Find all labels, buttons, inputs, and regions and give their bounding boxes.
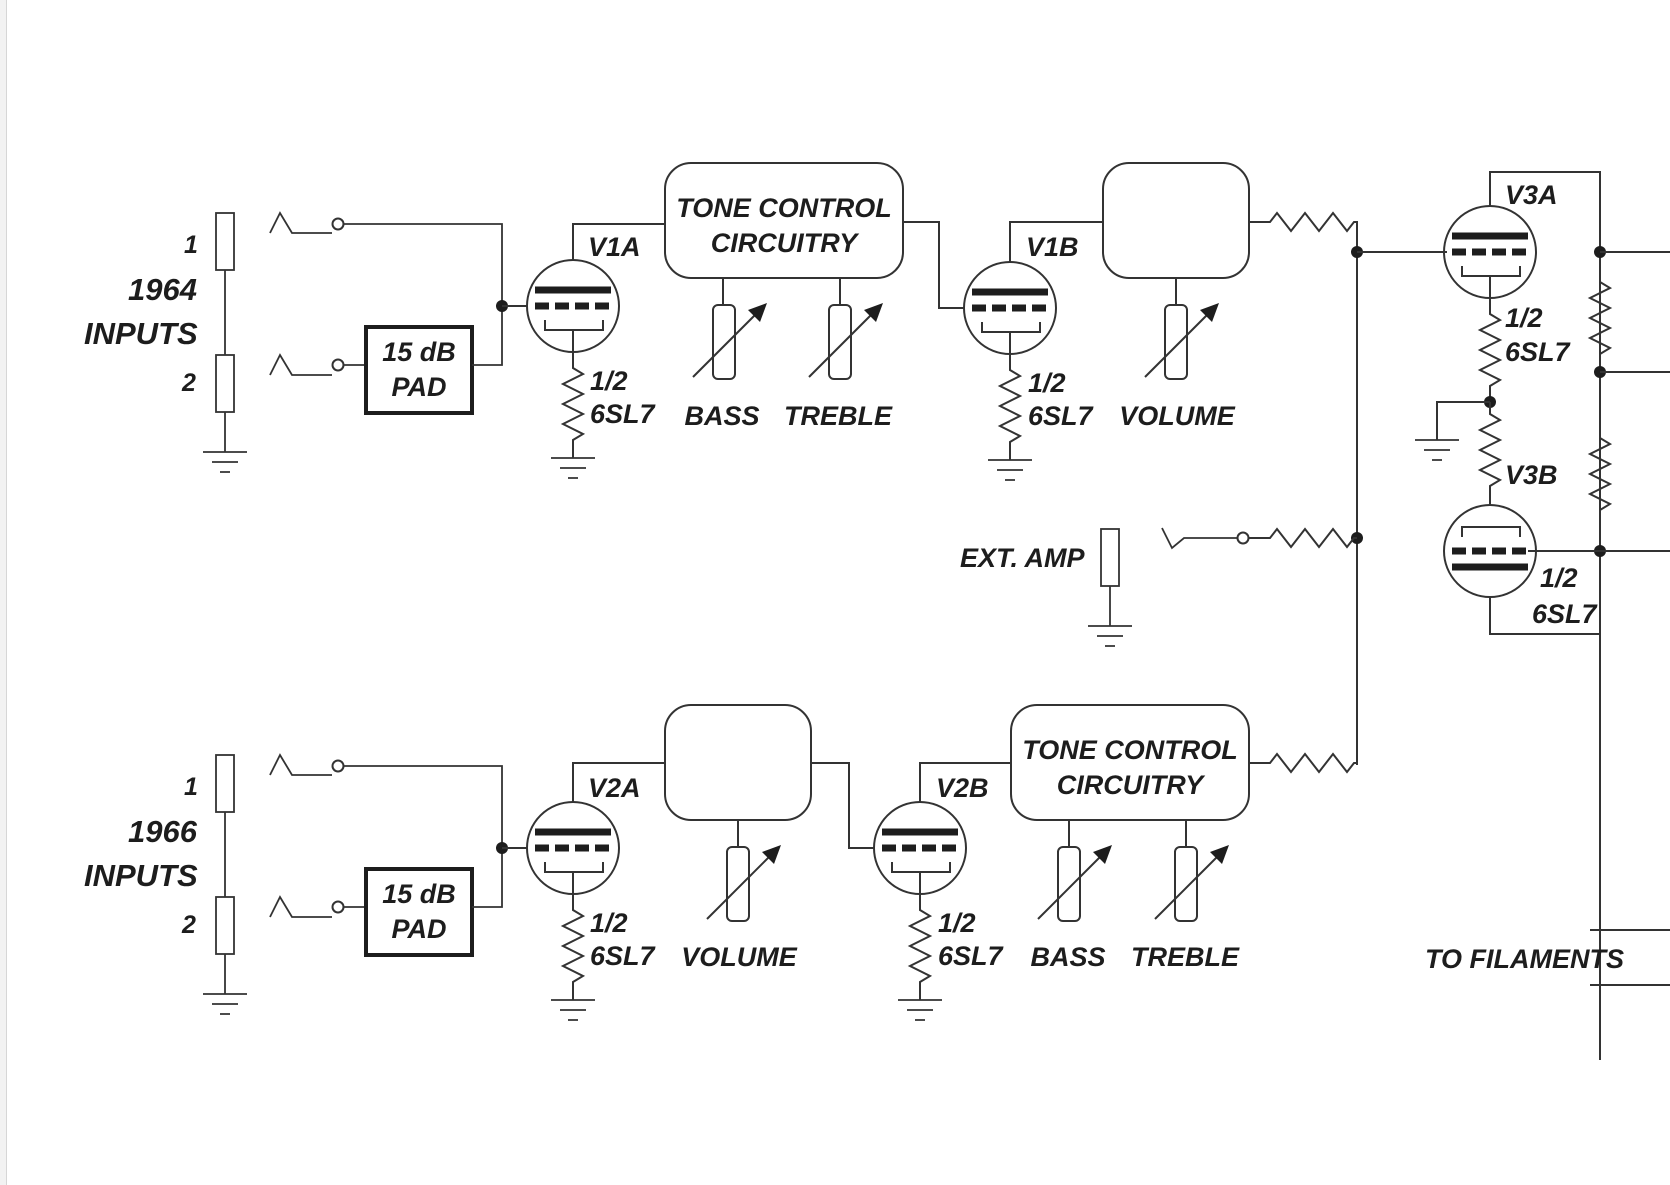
resistor-icon	[1249, 752, 1357, 774]
inputs-1964-year: 1964	[128, 272, 197, 307]
tube-half-v2b: 1/2	[938, 908, 976, 938]
tube-v2b: V2B 1/2 6SL7	[873, 762, 1011, 1021]
tube-type-v2b: 6SL7	[938, 941, 1005, 971]
filament-section: TO FILAMENTS	[1425, 929, 1670, 986]
ground-icon	[551, 457, 595, 479]
pad-box-1966	[364, 867, 474, 957]
tone-block-bottom: TONE CONTROL CIRCUITRY BASS TREBLE	[1010, 704, 1357, 972]
volume-block-top: VOLUME	[1102, 162, 1358, 431]
tube-half-v3b: 1/2	[1540, 563, 1578, 593]
input-section-1964: 1 2 1964 INPUTS 15 dB PAD	[84, 211, 508, 473]
resistor-icon	[997, 332, 1023, 460]
tube-label-v2a: V2A	[588, 773, 641, 803]
pad-sub-label-1964: PAD	[391, 372, 446, 402]
ground-icon	[1088, 625, 1132, 647]
inputs-1966-year: 1966	[128, 814, 198, 849]
ground-icon	[203, 451, 247, 473]
jack-1-symbol-1966	[215, 754, 235, 813]
resistor-icon	[1249, 211, 1358, 252]
ext-amp-jack-symbol	[1100, 528, 1120, 587]
jack-tip-icon	[269, 211, 332, 234]
jack-tip-icon	[1161, 527, 1237, 550]
resistor-icon	[560, 872, 586, 1000]
pad-label-1964: 15 dB	[382, 337, 456, 367]
resistor-icon	[1249, 527, 1357, 549]
potentiometer-icon	[712, 304, 736, 380]
jack-tip-icon	[269, 353, 332, 376]
volume-block-bottom: VOLUME	[664, 704, 875, 972]
bass-label-top: BASS	[684, 401, 759, 431]
page-margin	[0, 0, 7, 1185]
ground-icon	[898, 999, 942, 1021]
pad-box-1964	[364, 325, 474, 415]
potentiometer-icon	[1057, 846, 1081, 922]
input-section-1966: 1 2 1966 INPUTS 15 dB PAD	[84, 753, 508, 1015]
tube-half-v2a: 1/2	[590, 908, 628, 938]
jack-2-symbol-1964	[215, 354, 235, 413]
inputs-1964-title: INPUTS	[84, 316, 198, 351]
tube-half-v3a: 1/2	[1505, 303, 1543, 333]
jack-2-label-1966: 2	[181, 911, 196, 939]
treble-label-top: TREBLE	[784, 401, 893, 431]
tone-block-subtitle: CIRCUITRY	[711, 228, 861, 258]
volume-box	[1102, 162, 1250, 279]
jack-1-symbol-1964	[215, 212, 235, 271]
tube-type-v2a: 6SL7	[590, 941, 657, 971]
tube-type-v3b: 6SL7	[1532, 599, 1599, 629]
tube-v3b: V3B 1/2 6SL7	[1443, 460, 1600, 635]
pad-label-1966: 15 dB	[382, 879, 456, 909]
tone-block-title: TONE CONTROL	[676, 193, 892, 223]
tube-half-v1b: 1/2	[1028, 368, 1066, 398]
resistor-icon	[1477, 276, 1503, 402]
jack-2-symbol-1966	[215, 896, 235, 955]
potentiometer-icon	[1174, 846, 1198, 922]
bass-label-bottom: BASS	[1030, 942, 1105, 972]
treble-label-bottom: TREBLE	[1131, 942, 1240, 972]
inputs-1966-title: INPUTS	[84, 858, 198, 893]
tube-half-v1a: 1/2	[590, 366, 628, 396]
resistor-icon	[1587, 437, 1613, 511]
volume-label-bottom: VOLUME	[681, 942, 797, 972]
tube-label-v1a: V1A	[588, 232, 641, 262]
ground-icon	[988, 459, 1032, 481]
volume-label-top: VOLUME	[1119, 401, 1235, 431]
pad-sub-label-1966: PAD	[391, 914, 446, 944]
ground-icon	[203, 993, 247, 1015]
potentiometer-icon	[828, 304, 852, 380]
tube-label-v2b: V2B	[936, 773, 989, 803]
tube-v1b: V1B 1/2 6SL7	[963, 221, 1103, 481]
filaments-label: TO FILAMENTS	[1425, 944, 1624, 974]
tube-v3a: V3A 1/2 6SL7	[1415, 171, 1670, 1060]
potentiometer-icon	[1164, 304, 1188, 380]
mixer-section	[1351, 246, 1447, 765]
jack-tip-icon	[269, 895, 332, 918]
resistor-icon	[1477, 402, 1503, 504]
tone-block-title: TONE CONTROL	[1022, 735, 1238, 765]
tube-type-v3a: 6SL7	[1505, 337, 1572, 367]
tube-label-v3b: V3B	[1505, 460, 1558, 490]
tube-type-v1b: 6SL7	[1028, 401, 1095, 431]
ground-icon	[551, 999, 595, 1021]
tube-v1a: V1A 1/2 6SL7	[502, 223, 665, 479]
potentiometer-icon	[726, 846, 750, 922]
tube-type-v1a: 6SL7	[590, 399, 657, 429]
resistor-icon	[907, 872, 933, 1000]
tone-block-subtitle: CIRCUITRY	[1057, 770, 1207, 800]
resistor-icon	[560, 330, 586, 458]
jack-1-label-1964: 1	[184, 231, 198, 259]
tone-block-top: TONE CONTROL CIRCUITRY BASS TREBLE	[664, 162, 965, 431]
tube-v2a: V2A 1/2 6SL7	[502, 762, 665, 1021]
tone-control-box	[664, 162, 904, 279]
volume-box	[664, 704, 812, 821]
ext-amp-label: EXT. AMP	[960, 543, 1085, 573]
ext-amp-section: EXT. AMP	[960, 527, 1357, 647]
jack-tip-icon	[269, 753, 332, 776]
tube-label-v1b: V1B	[1026, 232, 1079, 262]
resistor-icon	[1587, 281, 1613, 355]
tube-label-v3a: V3A	[1505, 180, 1558, 210]
jack-1-label-1966: 1	[184, 773, 198, 801]
jack-2-label-1964: 2	[181, 369, 196, 397]
ground-icon	[1415, 439, 1459, 461]
